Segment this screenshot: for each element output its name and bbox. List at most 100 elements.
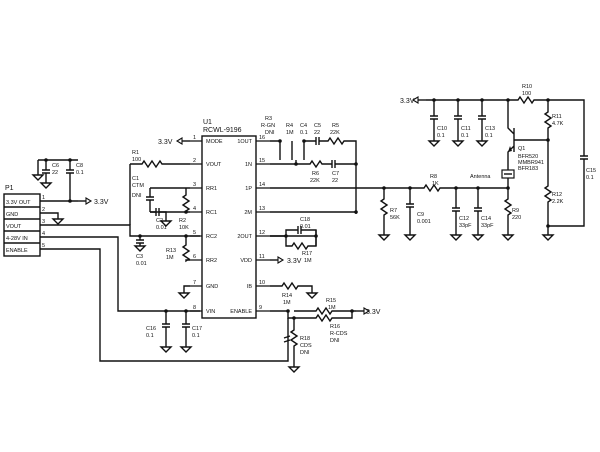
c13-ref: C13 (485, 126, 495, 132)
vdd-3v3-net: 3.3V (269, 256, 302, 265)
ic-pin-enable: ENABLE (230, 309, 252, 315)
ib-bias: R14 1M (270, 281, 318, 306)
c10-ref: C10 (437, 126, 447, 132)
r7-ref: R7 (390, 208, 397, 214)
rail-label-enable: 3.3V (366, 309, 381, 316)
ic-pin-vin: VIN (206, 309, 215, 315)
ic-part: RCWL-9196 (203, 127, 242, 134)
mode-3v3-net: 3.3V (158, 137, 191, 146)
resistor-r1: R1 100 (129, 150, 190, 225)
ic-pin-num-4: 4 (193, 206, 196, 212)
c15-value: 0.1 (586, 175, 594, 181)
ic-pin-gnd: GND (206, 284, 218, 290)
c3-ref: C3 (136, 254, 143, 260)
ic-pin-ib: IB (247, 284, 253, 290)
signal-2m-net (270, 210, 358, 214)
q1-part-2: MMBR941 (518, 160, 544, 166)
ic-pin-num-11: 11 (259, 254, 265, 260)
r8-value: 1K (432, 181, 439, 187)
c11-value: 0.1 (461, 133, 469, 139)
rail-label-mode: 3.3V (158, 139, 173, 146)
r15-ref: R15 (326, 298, 336, 304)
r16-ref: R16 (330, 324, 340, 330)
ic-pin-num-10: 10 (259, 280, 265, 286)
connector-label-enable: ENABLE (6, 248, 28, 254)
ic-pin-1out: 1OUT (237, 139, 252, 145)
c12-value: 33pF (459, 223, 472, 229)
r14-ref: R14 (282, 293, 292, 299)
r3-note: DNI (265, 130, 275, 136)
c2-ref: C2 (156, 218, 163, 224)
ic-pin-num-12: 12 (259, 230, 265, 236)
connector-pin-4: 4 (42, 231, 45, 237)
r13-value: 1M (166, 255, 174, 261)
ic-pin-1p: 1P (245, 186, 252, 192)
r3-ref: R3 (265, 116, 272, 122)
r13-ref: R13 (166, 248, 176, 254)
r1-value: 100 (132, 157, 141, 163)
r4-ref: R4 (286, 123, 293, 129)
c4-value: 0.1 (300, 130, 308, 136)
rc1-network: C1 CTM DNI C2 0.01 R2 10K (132, 176, 191, 231)
r1-ref: R1 (132, 150, 139, 156)
r6-value: 22K (310, 178, 320, 184)
r9-value: 220 (512, 215, 521, 221)
c14-ref: C14 (481, 216, 491, 222)
ic-pin-rr1: RR1 (206, 186, 217, 192)
c3-value: 0.01 (136, 261, 147, 267)
r18-note: DNI (300, 350, 310, 356)
c16-ref: C16 (146, 326, 156, 332)
ic-pin-2m: 2M (244, 210, 252, 216)
c16-value: 0.1 (146, 333, 154, 339)
rail-label-vdd: 3.3V (287, 258, 302, 265)
c8-ref: C8 (76, 163, 83, 169)
stage1-feedback: R3 R-GN DNI R4 1M C4 0.1 C5 22 R5 22K R6… (261, 116, 358, 214)
r3-value: R-GN (261, 123, 275, 129)
connector-p1: P1 3.3V OUT GND VOUT 4-28V IN ENABLE 1 2… (3, 185, 45, 257)
rail-label-3v3-out: 3.3V (94, 199, 109, 206)
c5-ref: C5 (314, 123, 321, 129)
r18-value: CDS (300, 343, 312, 349)
decoupling-c6-c8: C6 22 C8 0.1 3.3V (32, 158, 109, 206)
antenna-label: Antenna (470, 174, 491, 180)
r6-ref: R6 (312, 171, 319, 177)
q1-part-1: BFR520 (518, 154, 538, 160)
c6-value: 22 (52, 170, 58, 176)
connector-label-vout: VOUT (6, 224, 22, 230)
ic-pin-mode: MODE (206, 139, 223, 145)
c4-ref: C4 (300, 123, 307, 129)
r7-value: 56K (390, 215, 400, 221)
signal-1p-net (270, 186, 386, 190)
rc2-network: C3 0.01 R13 1M (134, 234, 191, 267)
c18-value: 0.01 (300, 224, 311, 230)
ic-pin-num-7: 7 (193, 280, 196, 286)
c17-ref: C17 (192, 326, 202, 332)
vin-decoupling: C16 0.1 C17 0.1 (146, 309, 202, 353)
c8-value: 0.1 (76, 170, 84, 176)
ic-pin-num-13: 13 (259, 206, 265, 212)
r11-ref: R11 (552, 114, 562, 120)
r12-value: 2.2K (552, 199, 564, 205)
r11-value: 4.7K (552, 121, 564, 127)
r17-value: 1M (304, 258, 312, 264)
ic-pin-num-1: 1 (193, 135, 196, 141)
stage2-feedback: C18 0.01 R17 1M (270, 217, 318, 264)
ic-pin-rr2: RR2 (206, 258, 217, 264)
c15-ref: C15 (586, 168, 596, 174)
c7-ref: C7 (332, 171, 339, 177)
ic-gnd-net (178, 285, 190, 299)
rf-input-filter: R7 56K C9 0.001 (378, 186, 431, 241)
c7-value: 22 (332, 178, 338, 184)
rf-supply-rail: 3.3V C10 0.1 C11 0.1 C13 0.1 R10 100 (400, 84, 585, 156)
connector-label-gnd: GND (6, 212, 18, 218)
ic-pin-1n: 1N (245, 162, 252, 168)
r5-value: 22K (330, 130, 340, 136)
c6-ref: C6 (52, 163, 59, 169)
enable-network: 3.3V R15 1M R16 R-CDS DNI R18 CDS DNI (270, 298, 381, 373)
ic-pin-num-15: 15 (259, 158, 265, 164)
connector-ref: P1 (5, 185, 14, 192)
r12-ref: R12 (552, 192, 562, 198)
c17-value: 0.1 (192, 333, 200, 339)
rail-label-rf: 3.3V (400, 98, 415, 105)
